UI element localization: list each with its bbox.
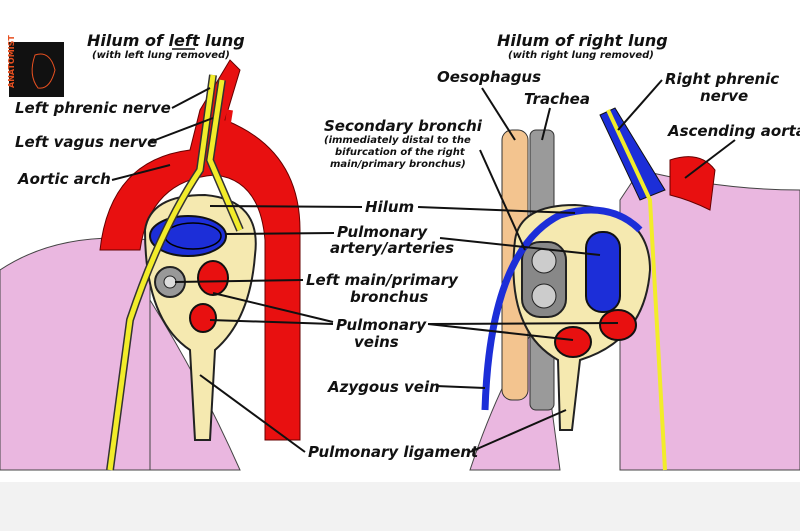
label-pulmonary-artery-2: artery/arteries xyxy=(330,239,454,257)
left-title: Hilum of left lung xyxy=(87,31,245,50)
right-subtitle: (with right lung removed) xyxy=(508,50,654,61)
label-secondary-bronchi: Secondary bronchi xyxy=(324,117,483,135)
label-pulmonary-ligament: Pulmonary ligament xyxy=(308,443,479,461)
secondary-bronchi-note-1: (immediately distal to the xyxy=(324,135,471,146)
bottom-bar xyxy=(0,482,800,531)
left-pulmonary-vein-lower xyxy=(189,303,217,333)
right-pulmonary-vein-1 xyxy=(554,326,592,358)
right-lung xyxy=(619,169,800,471)
label-left-vagus: Left vagus nerve xyxy=(15,133,157,151)
right-pulmonary-artery xyxy=(585,231,621,313)
label-pulmonary-veins-2: veins xyxy=(354,333,399,351)
label-left-bronchus-2: bronchus xyxy=(350,288,428,306)
label-pulmonary-artery-1: Pulmonary xyxy=(337,223,428,241)
label-left-bronchus-1: Left main/primary xyxy=(306,271,459,289)
label-pulmonary-veins-1: Pulmonary xyxy=(336,316,427,334)
label-oesophagus: Oesophagus xyxy=(437,68,541,86)
ascending-aorta xyxy=(669,156,716,211)
label-trachea: Trachea xyxy=(524,90,590,108)
label-left-phrenic: Left phrenic nerve xyxy=(15,99,171,117)
right-pulmonary-vein-2 xyxy=(599,309,637,341)
label-right-phrenic-2: nerve xyxy=(700,87,748,105)
left-pulmonary-vein-upper xyxy=(197,260,229,296)
secondary-bronchi-note-2: bifurcation of the right xyxy=(335,147,466,158)
label-aortic-arch: Aortic arch xyxy=(17,170,111,188)
logo: ANATOMIST xyxy=(7,35,64,97)
label-right-phrenic-1: Right phrenic xyxy=(665,70,779,88)
left-subtitle: (with left lung removed) xyxy=(92,50,230,61)
right-phrenic-nerve xyxy=(606,109,667,471)
svg-text:ANATOMIST: ANATOMIST xyxy=(7,35,16,88)
label-ascending-aorta: Ascending aorta xyxy=(667,122,800,140)
secondary-bronchi-note-3: main/primary bronchus) xyxy=(330,159,466,170)
aortic-arch xyxy=(99,59,301,441)
label-azygous-vein: Azygous vein xyxy=(327,378,440,396)
azygous-vein xyxy=(481,206,643,411)
label-hilum: Hilum xyxy=(365,198,414,216)
right-title: Hilum of right lung xyxy=(497,31,668,50)
